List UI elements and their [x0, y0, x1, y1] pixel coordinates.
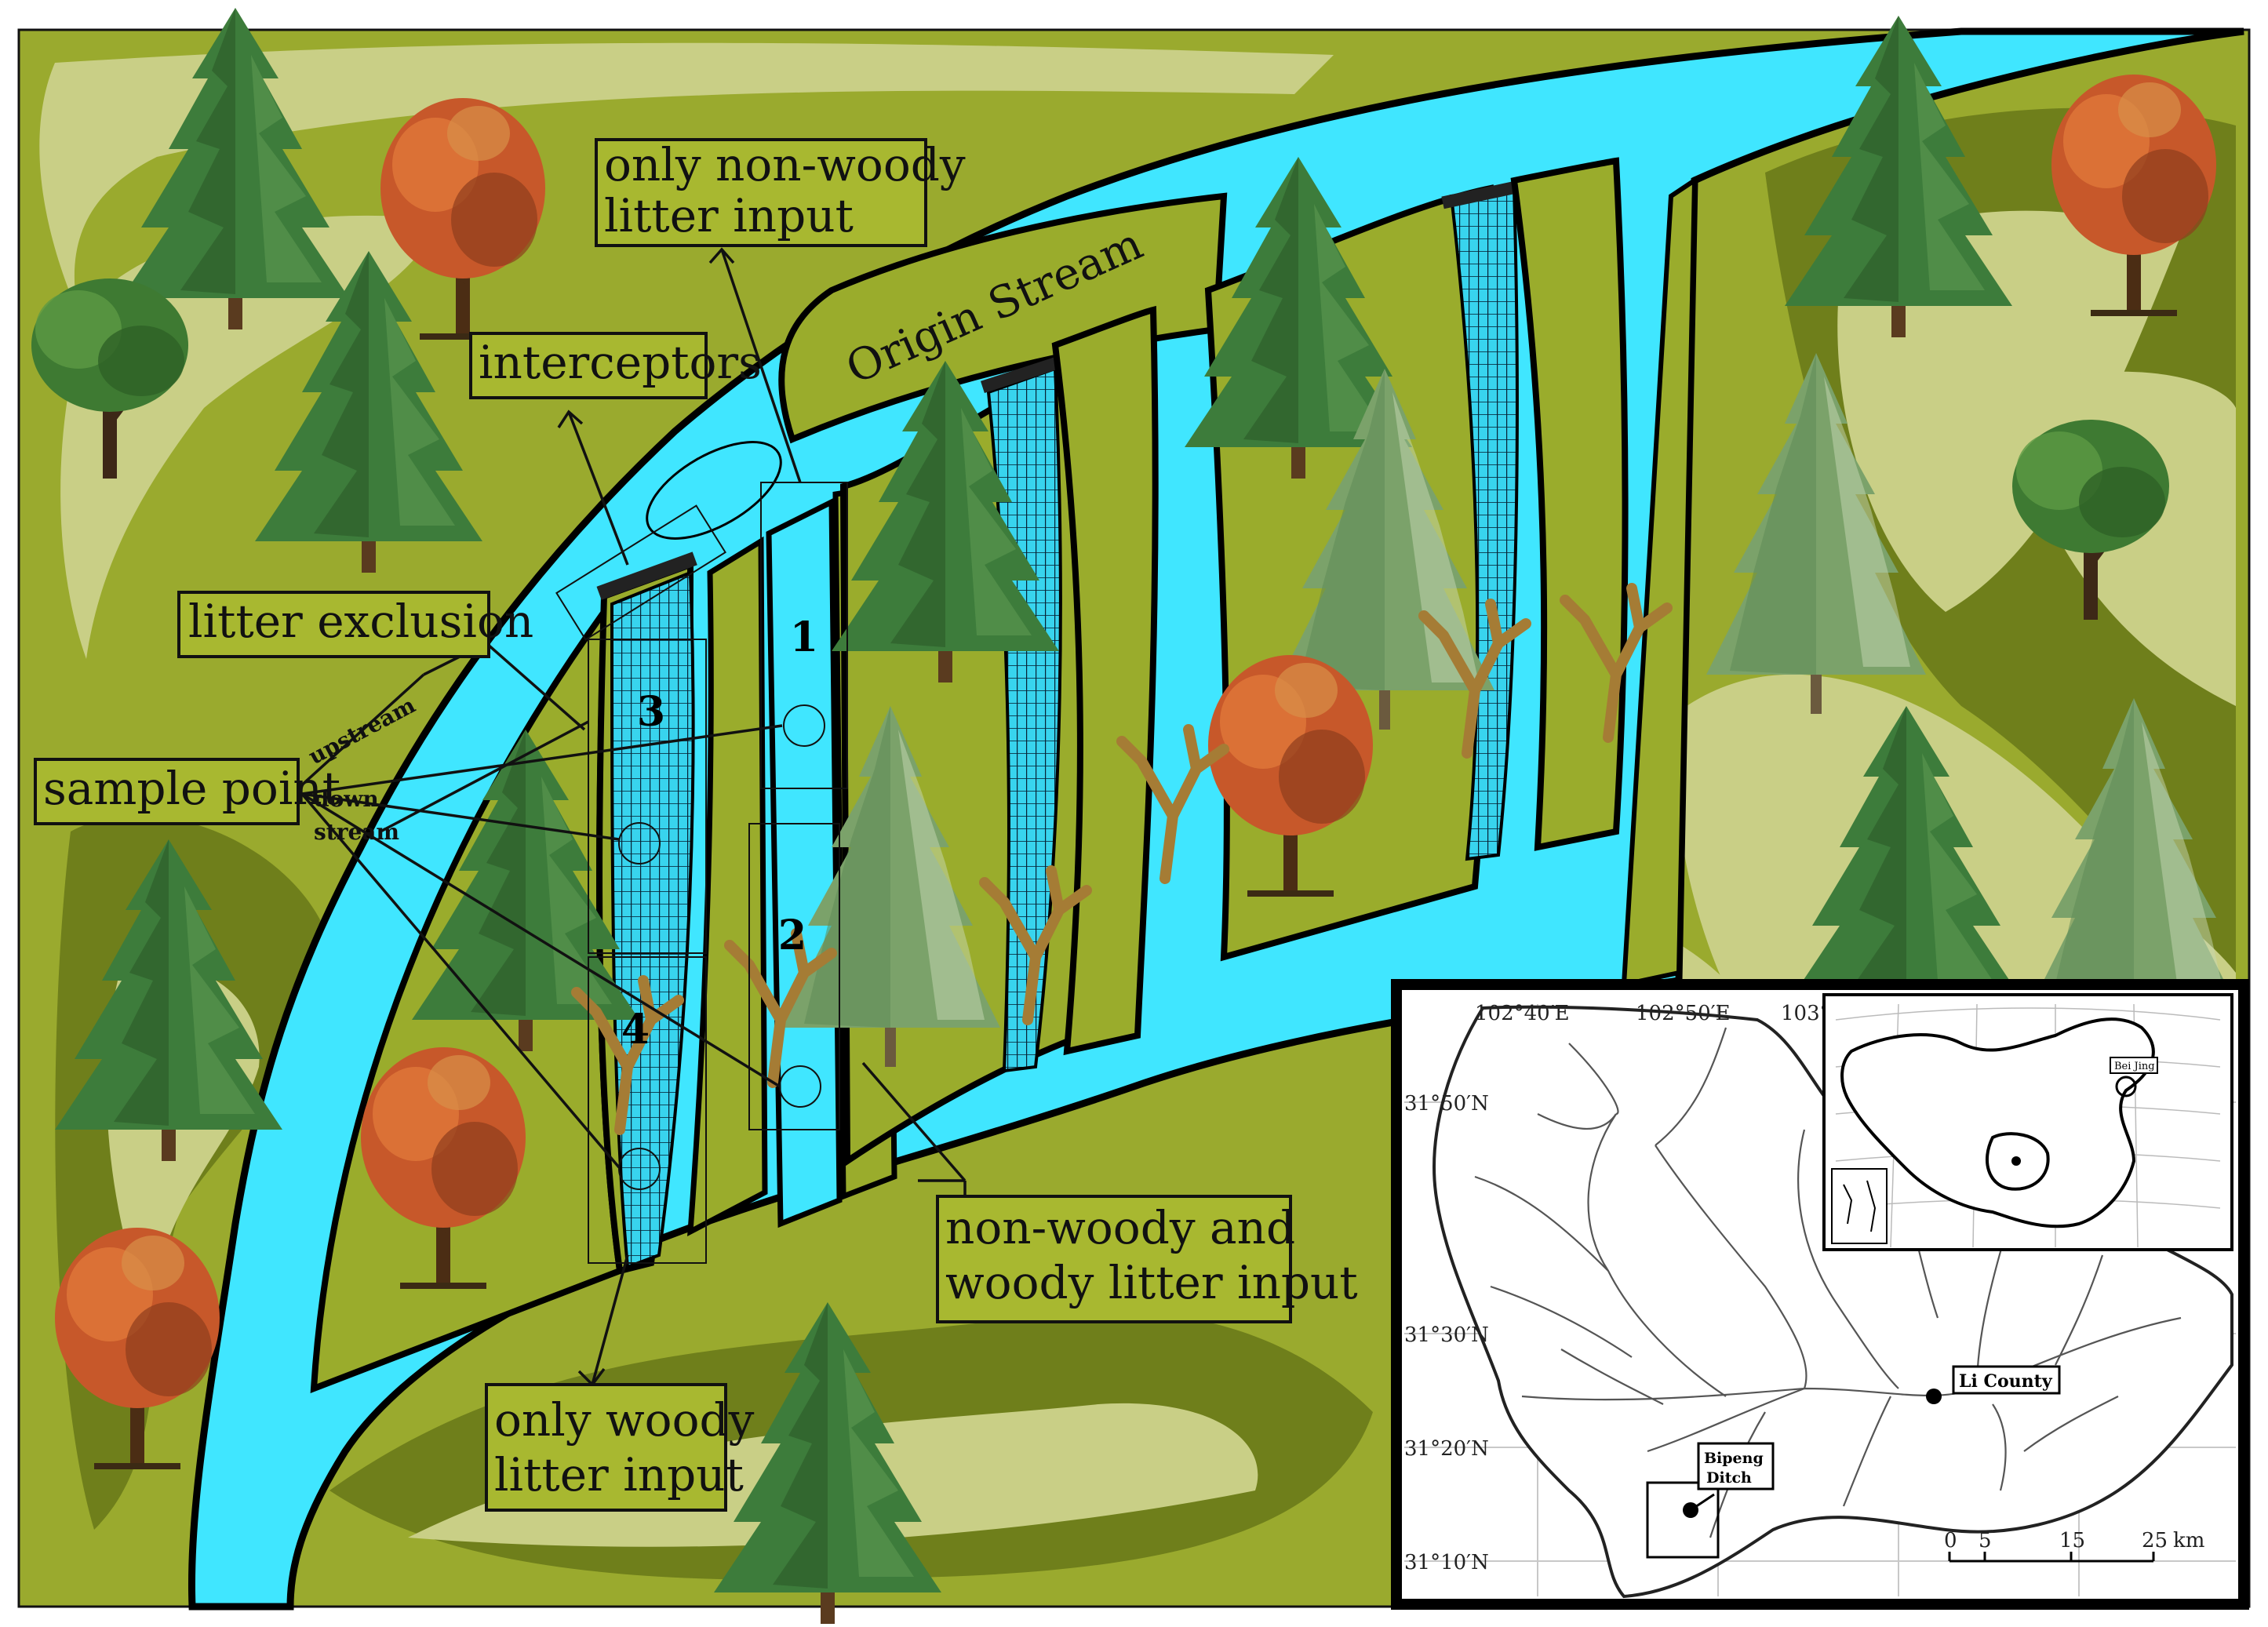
map-lon-label: 103°	[1781, 1002, 1830, 1025]
map-lat-label: 31°20′N	[1404, 1437, 1489, 1461]
svg-text:sample point: sample point	[43, 762, 340, 815]
plot-number-4: 4	[621, 1006, 650, 1054]
svg-text:15: 15	[2059, 1529, 2085, 1552]
sample-point-marker	[618, 1148, 661, 1190]
map-lat-label: 31°50′N	[1404, 1092, 1489, 1116]
bipeng-label: Bipeng	[1704, 1450, 1764, 1467]
plot-number-2: 2	[778, 912, 806, 959]
label-interceptors: interceptors	[469, 332, 762, 399]
svg-text:only non-woody: only non-woody	[604, 138, 966, 191]
map-lon-label: 102°50′E	[1636, 1002, 1731, 1025]
location-inset-map: 102°40′E 102°50′E 103° 31°50′N 31°30′N 3…	[1391, 979, 2249, 1610]
pointer-lines	[297, 247, 967, 1387]
li-county-label: Li County	[1959, 1371, 2053, 1392]
svg-text:only woody: only woody	[494, 1393, 755, 1447]
svg-text:25: 25	[2142, 1529, 2168, 1552]
svg-text:litter input: litter input	[494, 1448, 744, 1501]
svg-text:woody litter input: woody litter input	[945, 1256, 1358, 1309]
ditch-label: Ditch	[1706, 1469, 1752, 1487]
svg-text:km: km	[2173, 1529, 2204, 1552]
map-scale-bar: 0 5 15 25 km	[1944, 1529, 2204, 1563]
svg-text:litter exclusion: litter exclusion	[188, 595, 533, 648]
map-lat-label: 31°30′N	[1404, 1323, 1489, 1347]
li-county-marker	[1926, 1389, 1942, 1404]
sample-areas: 1 2 3 4	[555, 482, 848, 1264]
svg-text:5: 5	[1979, 1529, 1992, 1552]
map-lon-label: 102°40′E	[1475, 1002, 1570, 1025]
sample-point-marker	[783, 704, 825, 747]
label-sample-point: sample point	[34, 758, 340, 825]
plot-number-3: 3	[637, 688, 665, 736]
svg-text:0: 0	[1944, 1529, 1957, 1552]
beijing-label: Bei Jing	[2114, 1061, 2155, 1072]
label-down: down	[314, 786, 379, 812]
svg-text:litter input: litter input	[604, 189, 854, 242]
china-inset-map: Bei Jing	[1822, 993, 2233, 1251]
label-litter-exclusion: litter exclusion	[177, 591, 533, 658]
label-only-nonwoody: only non-woody litter input	[595, 138, 966, 247]
svg-text:non-woody and: non-woody and	[945, 1201, 1295, 1254]
label-stream: stream	[314, 819, 399, 845]
label-only-woody: only woody litter input	[485, 1383, 755, 1512]
label-nonwoody-and-woody: non-woody and woody litter input	[936, 1195, 1358, 1323]
map-lat-label: 31°10′N	[1404, 1551, 1489, 1574]
svg-text:interceptors: interceptors	[479, 336, 762, 389]
sample-point-marker	[618, 822, 661, 864]
plot-number-1: 1	[790, 613, 818, 661]
